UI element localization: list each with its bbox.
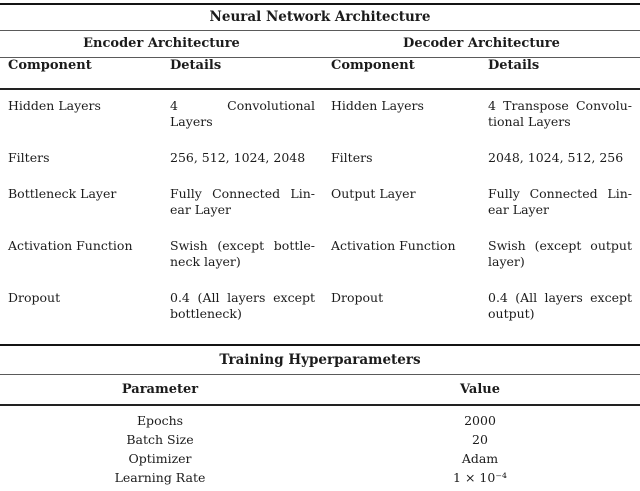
arch-span-header-row: Encoder Architecture Decoder Architectur… (0, 31, 640, 57)
table-row: Epochs 2000 (0, 411, 640, 430)
arch-column-header-row: Component Details Component Details (0, 58, 640, 88)
value-header: Value (460, 382, 500, 397)
decoder-component-header: Component (331, 58, 415, 73)
component-cell: Dropout (8, 290, 61, 305)
hyper-table-top-rule (0, 344, 640, 346)
details-cell: 0.4 (All layers except bottleneck) (170, 290, 315, 321)
parameter-cell: Learning Rate (114, 470, 206, 485)
table-row: Dropout 0.4 (All layers except bottlenec… (0, 290, 640, 322)
component-cell: Dropout (331, 290, 384, 305)
table-row: Filters 256, 512, 1024, 2048 Filters 204… (0, 150, 640, 166)
component-cell: Activation Function (8, 238, 133, 253)
hyper-table-body: Epochs 2000 Batch Size 20 Optimizer Adam… (0, 406, 640, 491)
details-cell: Swish (except output layer) (488, 238, 632, 269)
component-cell: Activation Function (331, 238, 456, 253)
decoder-architecture-header: Decoder Architecture (403, 36, 560, 51)
details-cell: 4 Convolutional Layers (170, 98, 315, 129)
rule-below-hyper-headers (0, 404, 640, 406)
component-cell: Filters (331, 150, 373, 165)
rule-below-column-headers (0, 88, 640, 90)
details-cell: 0.4 (All layers except output) (488, 290, 632, 321)
parameter-cell: Optimizer (128, 451, 192, 466)
component-cell: Bottleneck Layer (8, 186, 117, 201)
details-cell: 256, 512, 1024, 2048 (170, 150, 306, 165)
decoder-details-header: Details (488, 58, 540, 73)
parameter-cell: Epochs (136, 413, 184, 428)
encoder-architecture-header: Encoder Architecture (83, 36, 240, 51)
value-cell: 1 × 10⁻⁴ (453, 470, 507, 485)
rule-below-arch-title (0, 30, 640, 31)
component-cell: Hidden Layers (8, 98, 101, 113)
component-cell: Output Layer (331, 186, 416, 201)
value-cell: 2000 (464, 413, 496, 428)
arch-table-title: Neural Network Architecture (209, 9, 431, 25)
encoder-component-header: Component (8, 58, 92, 73)
details-cell: Swish (except bottle­neck layer) (170, 238, 315, 269)
table-row: Hidden Layers 4 Convolutional Layers Hid… (0, 98, 640, 130)
value-cell: Adam (461, 451, 499, 466)
arch-table-body: Hidden Layers 4 Convolutional Layers Hid… (0, 90, 640, 344)
rule-below-span-headers (0, 57, 640, 58)
table-row: Activation Function Swish (except bottle… (0, 238, 640, 270)
parameter-header: Parameter (121, 382, 199, 397)
value-cell: 20 (472, 432, 488, 447)
table-row: Learning Rate 1 × 10⁻⁴ (0, 468, 640, 487)
hyper-column-header-row: Parameter Value (0, 375, 640, 404)
details-cell: 4 Transpose Convolu­tional Layers (488, 98, 632, 129)
table-row: Bottleneck Layer Fully Connected Lin­ear… (0, 186, 640, 218)
encoder-details-header: Details (170, 58, 222, 73)
arch-table-top-rule (0, 3, 640, 5)
hyper-table-title: Training Hyperparameters (219, 352, 421, 368)
parameter-cell: Batch Size (126, 432, 194, 447)
details-cell: 2048, 1024, 512, 256 (488, 150, 624, 165)
component-cell: Hidden Layers (331, 98, 424, 113)
rule-below-hyper-title (0, 374, 640, 375)
table-row: Batch Size 20 (0, 430, 640, 449)
table-row: Optimizer Adam (0, 449, 640, 468)
details-cell: Fully Connected Lin­ear Layer (170, 186, 315, 217)
details-cell: Fully Connected Lin­ear Layer (488, 186, 632, 217)
component-cell: Filters (8, 150, 50, 165)
